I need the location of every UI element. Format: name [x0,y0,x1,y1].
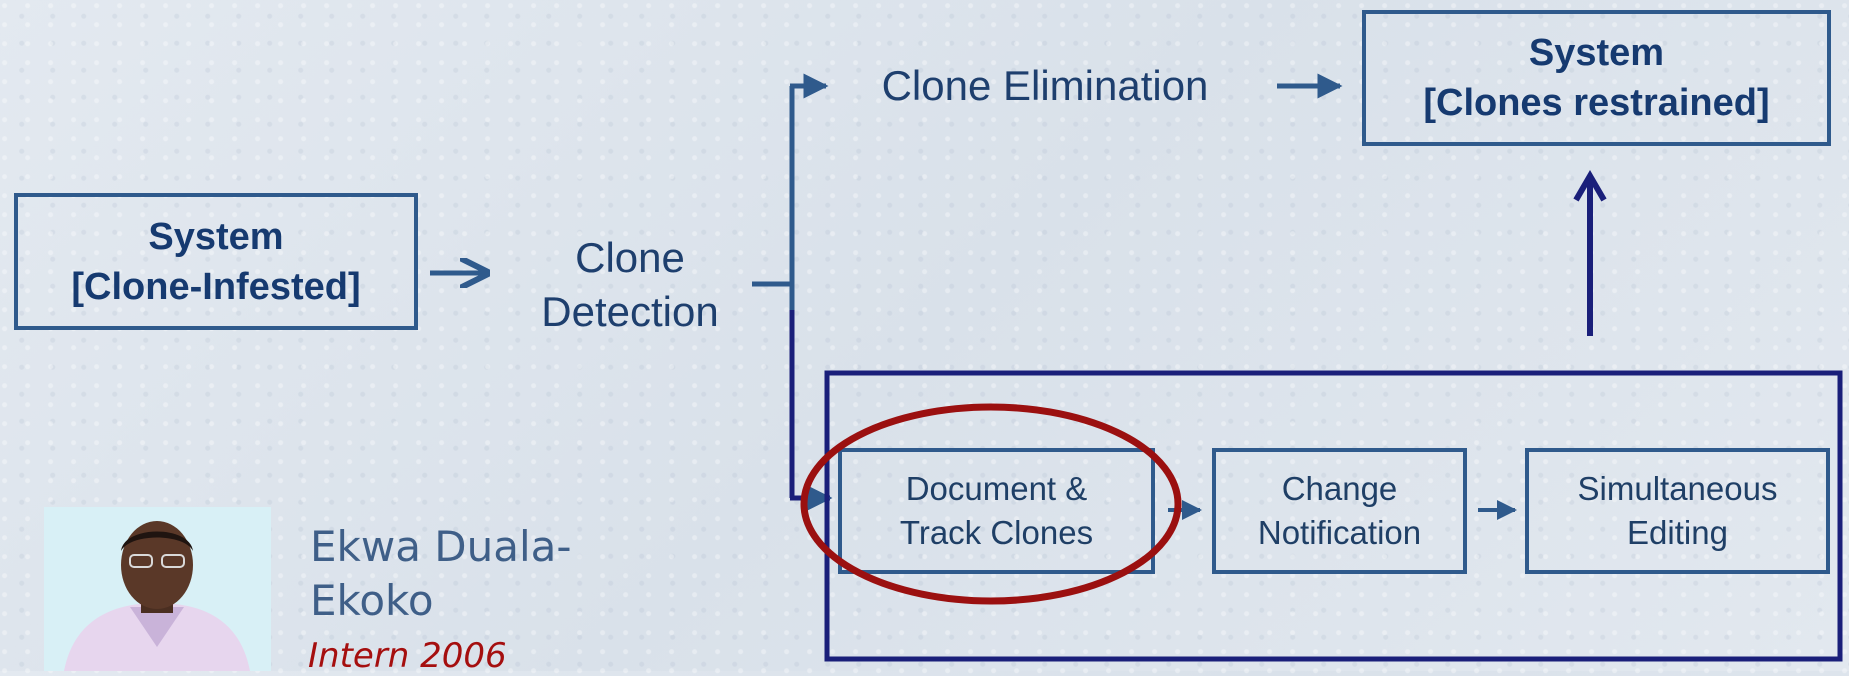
node-detection-line2: Detection [541,288,719,335]
person-name: Ekwa Duala- Ekoko [310,520,572,628]
node-editing-line2: Editing [1627,514,1728,551]
node-document-line1: Document & [905,470,1088,507]
node-simultaneous-editing: Simultaneous Editing [1525,448,1830,574]
node-system-clone-infested: System [Clone-Infested] [14,193,418,330]
node-elimination-label: Clone Elimination [881,62,1209,109]
node-change-notification: Change Notification [1212,448,1467,574]
node-infested-line1: System [148,215,284,258]
node-detection-line1: Clone [575,234,685,281]
node-notification-line1: Change [1281,470,1398,507]
node-editing-line1: Simultaneous [1577,470,1778,507]
highlight-ellipse [800,403,1182,605]
arrow-group-to-restrained-head [1573,170,1607,202]
node-system-clones-restrained: System [Clones restrained] [1362,10,1831,146]
node-clone-elimination: Clone Elimination [860,59,1230,113]
node-restrained-line2: [Clones restrained] [1423,82,1770,124]
node-notification-line2: Notification [1257,514,1422,551]
person-name-line2: Ekoko [310,576,434,625]
node-infested-line2: [Clone-Infested] [71,265,361,308]
person-portrait-illustration [44,507,271,671]
node-document-line2: Track Clones [899,514,1094,551]
maintenance-group-frame [824,370,1843,662]
node-restrained-line1: System [1528,32,1665,74]
person-role: Intern 2006 [308,636,507,676]
node-clone-detection: Clone Detection [520,231,740,339]
person-name-line1: Ekwa Duala- [310,522,572,571]
node-document-track-clones: Document & Track Clones [838,448,1155,574]
person-photo [44,507,271,671]
